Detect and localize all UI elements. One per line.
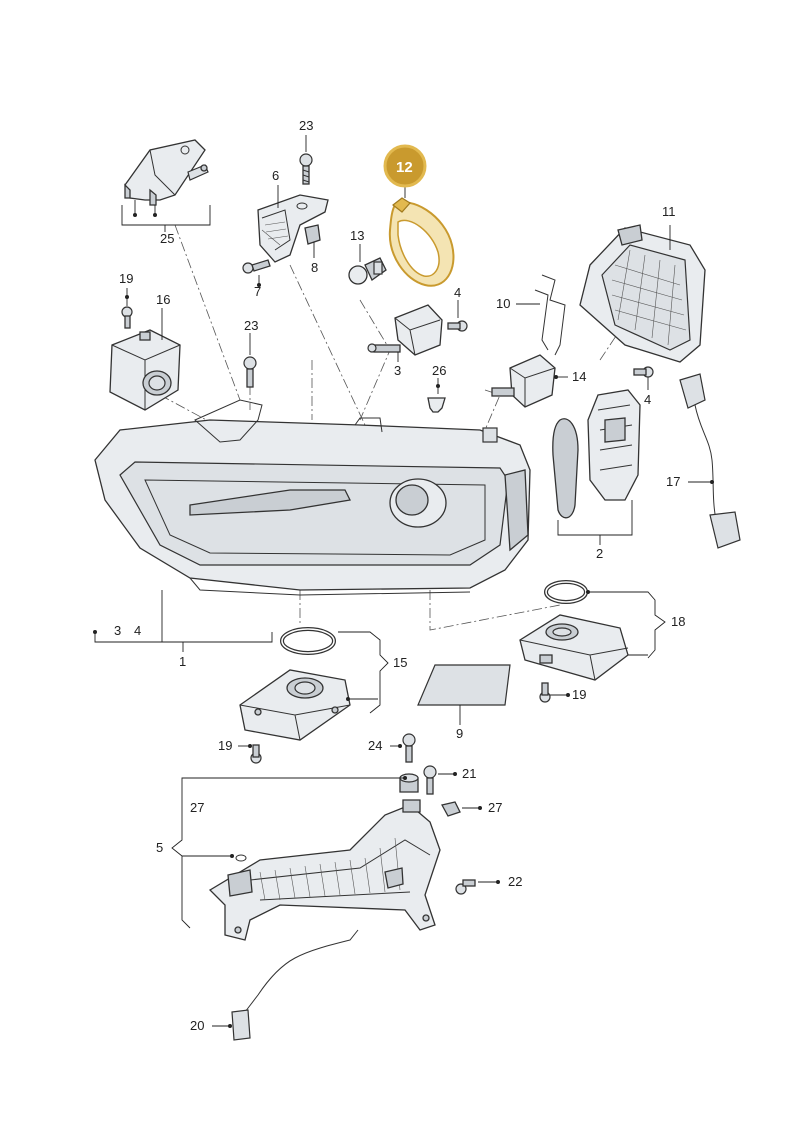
callout-15: 15 [338, 631, 407, 714]
part-spacer [399, 773, 419, 793]
part-1-headlight-housing [94, 399, 531, 596]
label-22: 22 [508, 874, 522, 889]
label-9: 9 [456, 726, 463, 741]
part-23-screw-top [299, 153, 313, 185]
part-24-screw: 24 [368, 733, 416, 763]
part-17-wiring: 17 [666, 373, 741, 549]
part-12-seal-ring [388, 197, 455, 287]
callout-23-top: 23 [299, 118, 313, 152]
part-18-ring [544, 580, 588, 604]
label-27-right: 27 [488, 800, 502, 815]
label-4-right: 4 [644, 392, 651, 407]
part-10-clip: 10 [496, 274, 566, 356]
label-4-bottom: 4 [134, 623, 141, 638]
part-20-sensor-rod: 20 [190, 929, 359, 1041]
part-21-screw: 21 [423, 765, 476, 795]
callout-8: 8 [311, 242, 318, 275]
part-25-bracket [124, 139, 209, 206]
part-27-nut: 27 [441, 800, 502, 817]
part-14-socket: 14 [491, 354, 586, 408]
label-3-top: 3 [394, 363, 401, 378]
part-26-grommet: 26 [427, 363, 446, 413]
part-15-ballast [239, 669, 351, 741]
label-21: 21 [462, 766, 476, 781]
label-25: 25 [160, 231, 174, 246]
part-19-screw-bottom-left: 19 [218, 738, 262, 764]
label-17: 17 [666, 474, 680, 489]
part-19-screw-bottom-right: 19 [539, 682, 586, 703]
label-19-bottom-left: 19 [218, 738, 232, 753]
label-27-left: 27 [190, 800, 204, 815]
label-6: 6 [272, 168, 279, 183]
label-15: 15 [393, 655, 407, 670]
part-18-ballast [519, 614, 629, 681]
label-2: 2 [596, 546, 603, 561]
label-18: 18 [671, 614, 685, 629]
label-8: 8 [311, 260, 318, 275]
label-26: 26 [432, 363, 446, 378]
callout-18: 18 [586, 590, 685, 659]
label-1: 1 [179, 654, 186, 669]
part-15-ring [280, 627, 336, 655]
label-16: 16 [156, 292, 170, 307]
label-20: 20 [190, 1018, 204, 1033]
part-3-motor: 3 [367, 304, 443, 378]
label-5: 5 [156, 840, 163, 855]
part-7-screw: 7 [242, 259, 271, 299]
part-22-screw: 22 [455, 874, 522, 895]
callout-25: 25 [121, 200, 211, 246]
part-6-bracket: 6 [257, 168, 329, 263]
callout-12-highlighted: 12 [383, 144, 427, 198]
part-4-screw-top: 4 [447, 285, 468, 332]
label-11: 11 [662, 204, 676, 219]
part-4-screw-right: 4 [633, 366, 654, 407]
label-4-top: 4 [454, 285, 461, 300]
part-23-screw-mid: 23 [243, 318, 258, 388]
label-10: 10 [496, 296, 510, 311]
label-24: 24 [368, 738, 382, 753]
label-7: 7 [254, 284, 261, 299]
callout-5-27: 5 27 [156, 776, 407, 929]
label-19-bottom-right: 19 [572, 687, 586, 702]
part-13-bulb: 13 [348, 228, 387, 285]
part-5-bracket [208, 799, 441, 941]
part-2-covers: 2 [552, 389, 641, 561]
label-13: 13 [350, 228, 364, 243]
part-11-cover: 11 [579, 204, 706, 363]
label-12: 12 [396, 159, 413, 176]
label-14: 14 [572, 369, 586, 384]
part-19-screw-left: 19 [119, 271, 133, 329]
callout-1: 1 3 4 [93, 590, 273, 669]
label-3-bottom: 3 [114, 623, 121, 638]
label-19-left: 19 [119, 271, 133, 286]
label-23-mid: 23 [244, 318, 258, 333]
label-23-top: 23 [299, 118, 313, 133]
part-9-gasket: 9 [417, 664, 511, 741]
part-16-control-module: 16 [109, 292, 181, 411]
